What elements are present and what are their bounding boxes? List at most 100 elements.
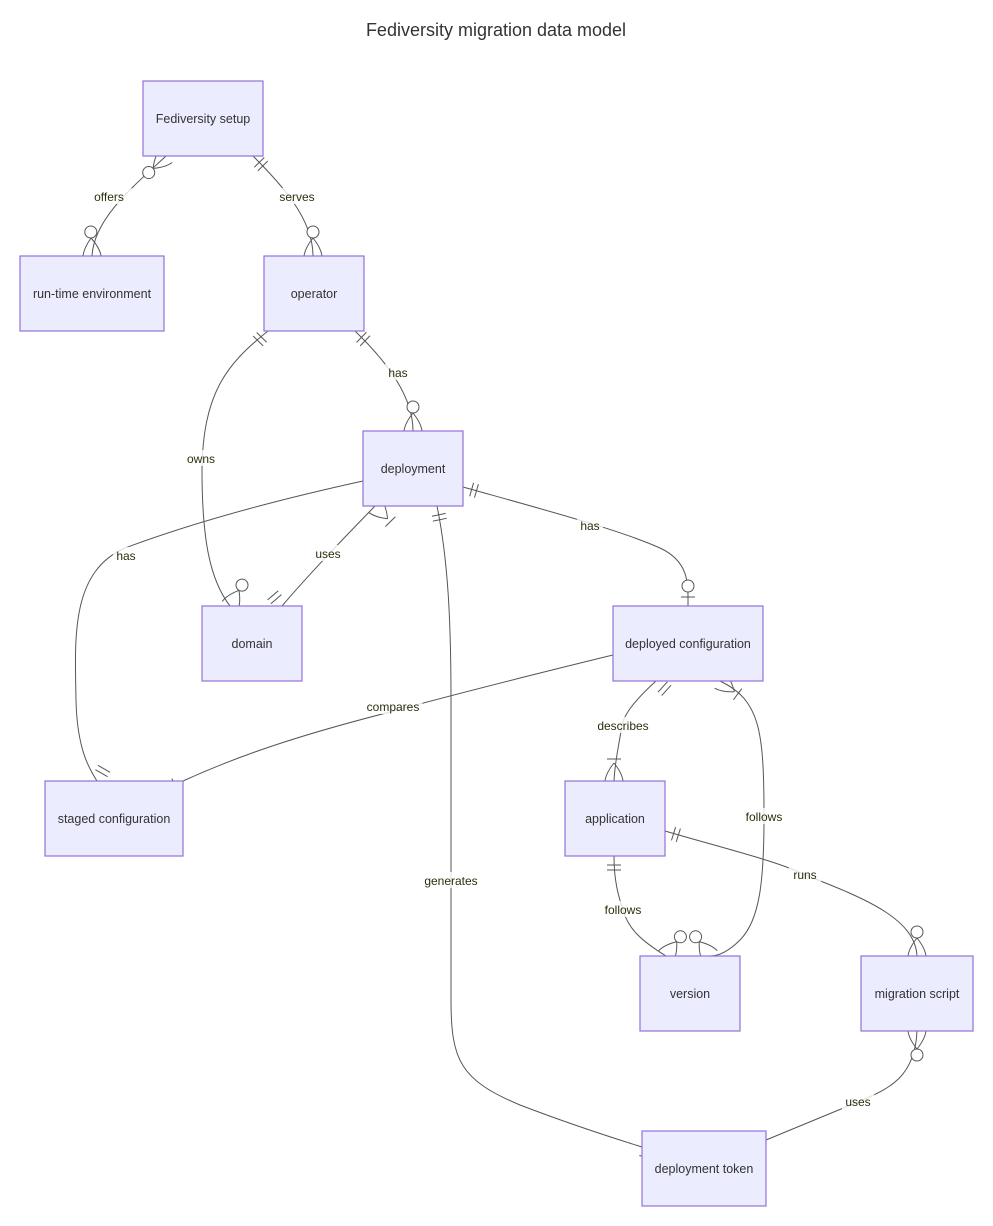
entity-box xyxy=(639,955,741,1032)
relationship-label-group-uses-domain: uses xyxy=(311,545,345,561)
cardinality-uses-domain-to xyxy=(267,590,282,605)
entity-label: domain xyxy=(232,637,273,651)
relationship-label-serves: serves xyxy=(279,190,314,204)
bar-mark xyxy=(432,517,447,522)
cardinality-dep-has-deployed-from xyxy=(469,482,479,498)
cardinality-op-has-to xyxy=(403,400,423,432)
relationship-line-conf-follows xyxy=(709,680,765,957)
entity-deployed: deployed configuration xyxy=(612,605,764,682)
entity-box xyxy=(263,255,365,332)
relationship-label-generates: generates xyxy=(424,874,477,888)
entity-box xyxy=(362,430,464,507)
entity-rte: run-time environment xyxy=(19,255,165,332)
bar-mark xyxy=(474,484,479,498)
circle-mark xyxy=(910,1048,924,1062)
label-background xyxy=(788,866,822,882)
crow-foot-mark xyxy=(82,237,92,257)
relationship-label-group-generates: generates xyxy=(418,872,484,888)
circle-mark xyxy=(681,579,695,593)
crow-foot-mark xyxy=(699,941,718,951)
cardinality-app-follows-from xyxy=(607,864,621,871)
bar-mark xyxy=(267,590,279,601)
bar-mark xyxy=(257,160,269,172)
circle-mark xyxy=(406,400,420,414)
cardinality-generates-from xyxy=(431,512,447,522)
bar-mark xyxy=(675,828,681,843)
crow-foot-mark xyxy=(916,1030,927,1050)
relationship-label-group-app-follows: follows xyxy=(596,901,650,917)
cardinality-uses-token-from xyxy=(907,1030,927,1062)
relationship-label-runs: runs xyxy=(793,868,816,882)
entity-box xyxy=(860,955,974,1032)
entity-box xyxy=(44,780,184,857)
crow-foot-mark xyxy=(907,1030,918,1050)
relationship-label-group-compares: compares xyxy=(363,698,423,714)
label-background xyxy=(184,450,218,466)
cardinality-serves-to xyxy=(303,225,323,257)
entity-label: version xyxy=(670,987,710,1001)
crow-foot-mark xyxy=(613,762,624,782)
circle-mark xyxy=(673,930,687,944)
cardinality-offers-from xyxy=(142,149,173,180)
relationship-line-owns xyxy=(201,330,269,607)
relationship-label-op-has: has xyxy=(388,366,407,380)
bar-mark xyxy=(95,769,108,778)
cardinality-runs-from xyxy=(670,826,681,843)
cardinality-app-follows-to xyxy=(658,930,687,962)
bar-mark xyxy=(253,157,265,168)
relationship-label-group-serves: serves xyxy=(274,188,320,204)
cardinality-describes-to xyxy=(604,758,624,782)
bar-mark xyxy=(733,688,743,701)
bar-mark xyxy=(385,516,396,527)
crow-foot-mark xyxy=(90,237,102,256)
bar-mark xyxy=(657,681,668,693)
entity-label: deployment token xyxy=(655,1162,754,1176)
entity-application: application xyxy=(564,780,666,857)
entity-label: deployment xyxy=(381,462,446,476)
bar-mark xyxy=(469,482,475,497)
label-background xyxy=(596,901,650,917)
relationship-label-compares: compares xyxy=(367,700,420,714)
relationship-label-group-conf-follows: follows xyxy=(737,808,791,824)
cardinality-op-has-from xyxy=(356,331,371,347)
crow-foot-mark xyxy=(714,687,735,693)
entity-label: migration script xyxy=(875,987,960,1001)
circle-mark xyxy=(910,925,924,939)
bar-mark xyxy=(270,594,282,605)
cardinality-describes-from xyxy=(657,681,672,696)
cardinality-dep-has-deployed-to xyxy=(681,579,695,598)
entity-script: migration script xyxy=(860,955,974,1032)
bar-mark xyxy=(356,331,367,343)
crow-foot-mark xyxy=(604,762,615,782)
circle-mark xyxy=(142,166,156,180)
circle-mark xyxy=(235,578,249,592)
relationship-label-uses-token: uses xyxy=(845,1095,870,1109)
relationship-line-dep-has-staged xyxy=(74,480,364,782)
entity-deployment: deployment xyxy=(362,430,464,507)
relationship-line-runs xyxy=(664,830,918,957)
bar-mark xyxy=(97,764,111,773)
circle-mark xyxy=(306,225,320,239)
crow-foot-mark xyxy=(312,237,323,257)
cardinality-offers-to xyxy=(82,225,102,257)
relationship-label-app-follows: follows xyxy=(605,903,642,917)
relationship-label-offers: offers xyxy=(94,190,124,204)
relationship-label-group-dep-has-deployed: has xyxy=(577,517,603,533)
label-background xyxy=(577,517,603,533)
cardinality-owns-from xyxy=(252,332,268,347)
relationship-line-generates xyxy=(436,505,643,1148)
crow-foot-mark xyxy=(412,412,423,432)
relationship-label-dep-has-deployed: has xyxy=(580,519,599,533)
cardinality-runs-to xyxy=(907,925,927,957)
entity-token: deployment token xyxy=(641,1130,767,1207)
crow-foot-mark xyxy=(907,937,918,957)
bar-mark xyxy=(661,684,672,696)
entity-version: version xyxy=(639,955,741,1032)
label-background xyxy=(113,547,139,563)
bar-mark xyxy=(256,332,268,343)
relationship-label-conf-follows: follows xyxy=(746,810,783,824)
crow-foot-mark xyxy=(368,511,388,520)
label-background xyxy=(841,1093,875,1109)
relationship-label-group-describes: describes xyxy=(590,717,656,733)
entity-label: operator xyxy=(291,287,338,301)
